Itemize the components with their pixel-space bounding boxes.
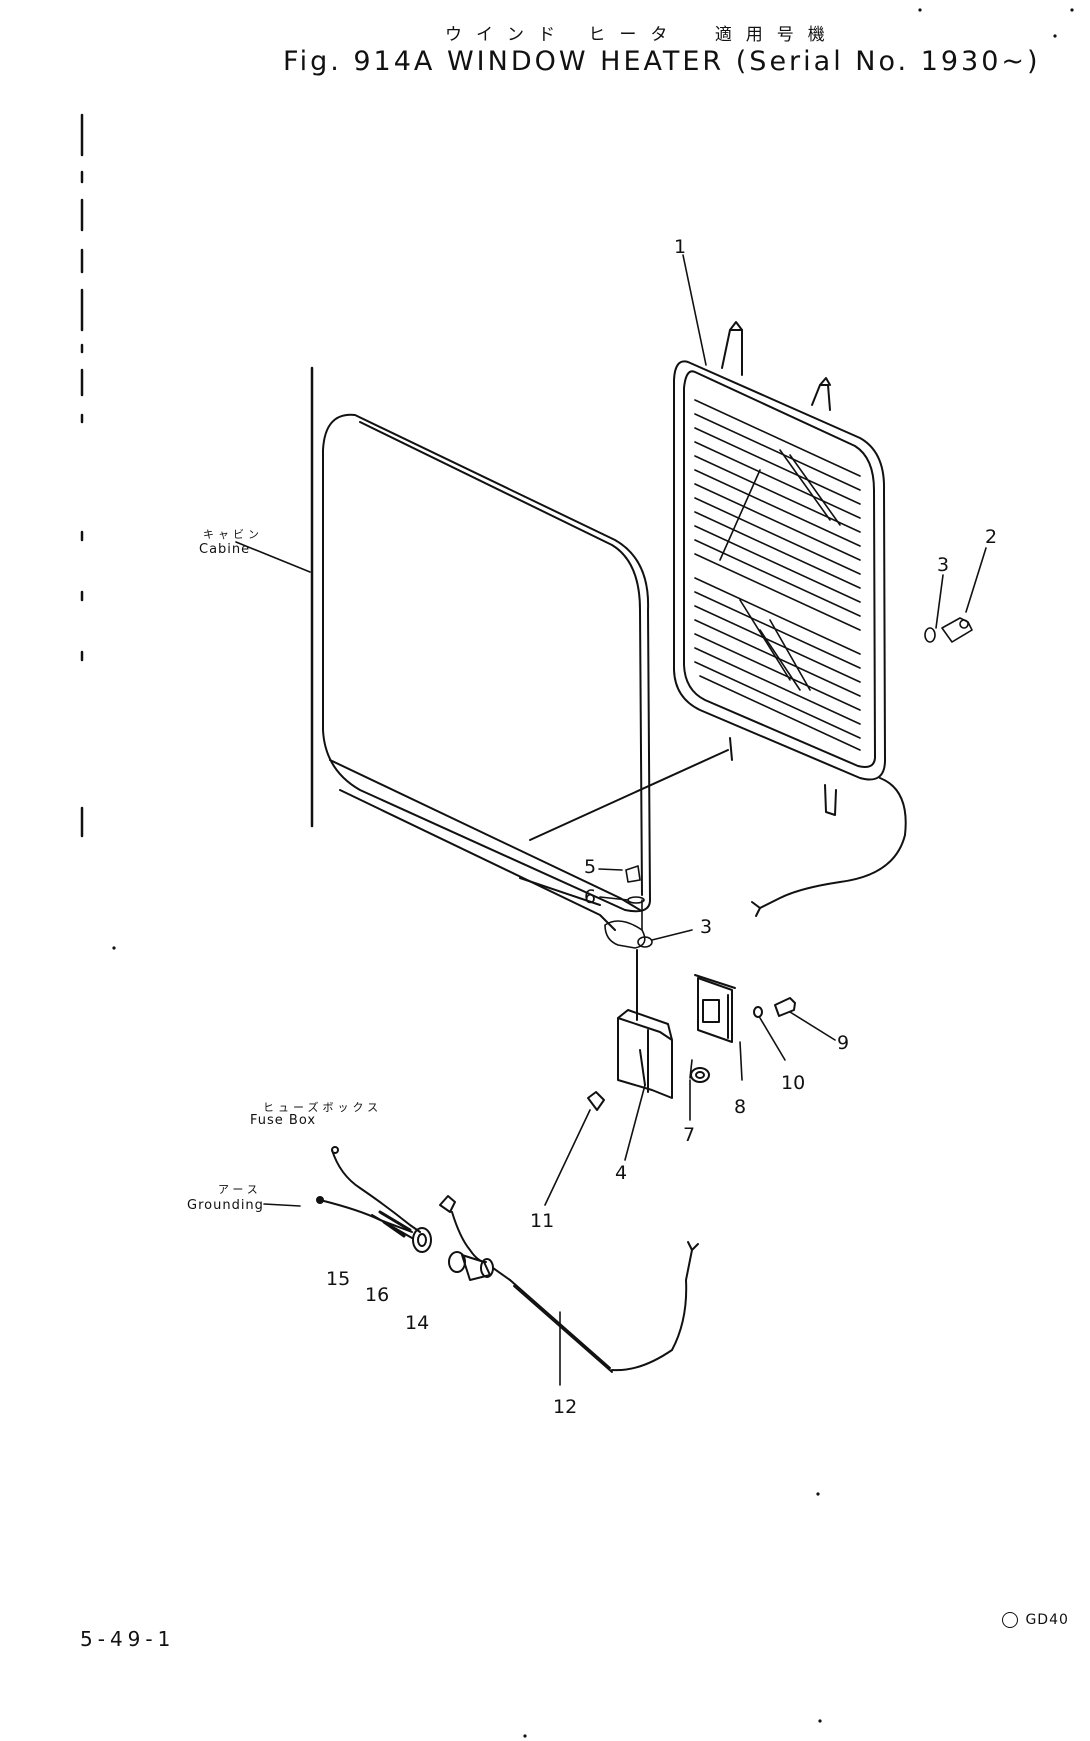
harness-assembly-drawing <box>316 1146 699 1373</box>
callout-7: 7 <box>683 1124 696 1146</box>
stray-dots <box>112 8 1074 1738</box>
fuse-box-label-jp: ヒューズボックス <box>263 1101 383 1114</box>
callout-14: 14 <box>405 1312 430 1334</box>
screw-and-washer-right <box>924 617 973 643</box>
callout-5: 5 <box>584 856 597 878</box>
figure-title: Fig. 914A WINDOW HEATER (Serial No. 1930… <box>283 46 1041 77</box>
callout-10: 10 <box>781 1072 806 1094</box>
callout-6: 6 <box>584 886 597 908</box>
callout-3-upper: 3 <box>937 554 950 576</box>
callout-8: 8 <box>734 1096 747 1118</box>
callout-3-lower: 3 <box>700 916 713 938</box>
fuse-box-label: Fuse Box <box>250 1113 317 1128</box>
grounding-label-jp: アース <box>218 1183 262 1196</box>
callout-4: 4 <box>615 1162 628 1184</box>
callout-12: 12 <box>553 1396 578 1418</box>
callout-16: 16 <box>365 1284 390 1306</box>
page-number: 5-49-1 <box>80 1627 176 1651</box>
callout-leaders <box>235 254 987 1386</box>
heater-panel-drawing <box>673 321 907 917</box>
grounding-label: Grounding <box>187 1198 264 1213</box>
heater-to-bracket-line <box>529 749 729 841</box>
applicability-jp-text: 適用号機 <box>714 25 839 45</box>
callout-1: 1 <box>674 236 687 258</box>
reference-code: GD40 <box>1002 1612 1069 1628</box>
callout-2: 2 <box>985 526 998 548</box>
callout-15: 15 <box>326 1268 351 1290</box>
fasteners-5-6-3 <box>604 865 653 949</box>
switch-plate-drawing <box>694 974 796 1043</box>
cabin-label: Cabine <box>199 542 251 557</box>
reference-code-text: GD40 <box>1025 1612 1069 1628</box>
title-jp-text: ウインド ヒータ <box>445 25 682 45</box>
title-japanese: ウインド ヒータ 適用号機 <box>445 20 839 45</box>
callout-9: 9 <box>837 1032 850 1054</box>
cabin-label-jp: キャビン <box>203 528 263 541</box>
relay-bracket-drawing <box>587 1009 710 1111</box>
reference-circle-icon <box>1002 1612 1018 1628</box>
window-glass-outline <box>322 413 651 931</box>
callout-11: 11 <box>530 1210 555 1232</box>
